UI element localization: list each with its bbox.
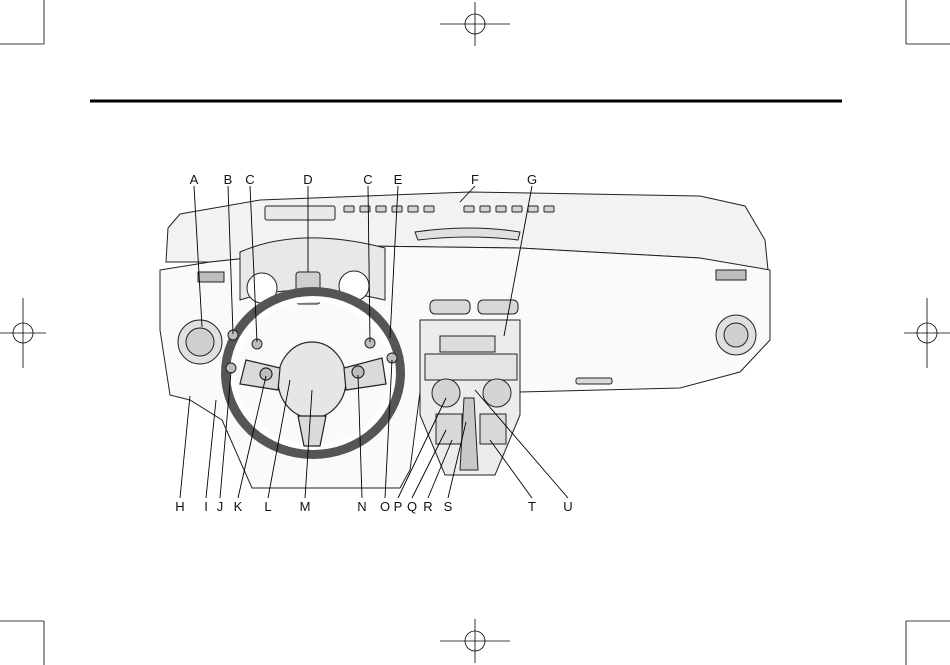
switch-bank-left xyxy=(436,414,462,444)
callout-labels-top: A B C D C E F G xyxy=(190,172,537,187)
callout-o: O xyxy=(380,499,390,514)
callout-r: R xyxy=(423,499,432,514)
defrost-vent xyxy=(265,206,335,220)
callout-e: E xyxy=(394,172,403,187)
callout-f: F xyxy=(471,172,479,187)
right-side-vent xyxy=(716,270,746,280)
airbag-hub xyxy=(278,342,346,418)
registration-mark-top xyxy=(440,2,510,46)
left-lower-control xyxy=(226,363,236,373)
callout-d: D xyxy=(303,172,312,187)
radio-faceplate xyxy=(425,354,517,380)
callout-i: I xyxy=(204,499,208,514)
dashboard-illustration xyxy=(160,192,770,488)
right-climate-knob xyxy=(483,379,511,407)
radio-display xyxy=(440,336,495,352)
callout-c-right: C xyxy=(363,172,372,187)
callout-m: M xyxy=(300,499,311,514)
callout-n: N xyxy=(357,499,366,514)
callout-k: K xyxy=(234,499,243,514)
glove-box-handle xyxy=(576,378,612,384)
callout-p: P xyxy=(394,499,403,514)
callout-q: Q xyxy=(407,499,417,514)
callout-a: A xyxy=(190,172,199,187)
callout-t: T xyxy=(528,499,536,514)
callout-u: U xyxy=(563,499,572,514)
callout-j: J xyxy=(217,499,224,514)
callout-b: B xyxy=(224,172,233,187)
registration-mark-left xyxy=(0,298,46,368)
callout-s: S xyxy=(444,499,453,514)
callout-c-left: C xyxy=(245,172,254,187)
registration-mark-bottom xyxy=(440,619,510,663)
left-wheel-controls xyxy=(260,368,272,380)
left-climate-knob xyxy=(432,379,460,407)
switch-bank-right xyxy=(480,414,506,444)
callout-h: H xyxy=(175,499,184,514)
callout-labels-bottom: H I J K L M N O P Q R S T U xyxy=(175,499,572,514)
callout-l: L xyxy=(264,499,271,514)
callout-g: G xyxy=(527,172,537,187)
registration-mark-right xyxy=(904,298,950,368)
left-side-vent xyxy=(198,272,224,282)
